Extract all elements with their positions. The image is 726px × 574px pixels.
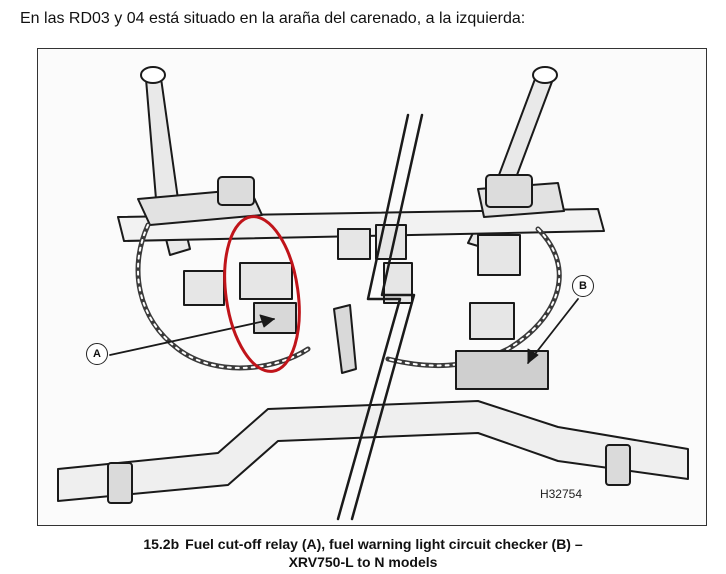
figure-caption: 15.2b Fuel cut-off relay (A), fuel warnin… [0, 535, 726, 571]
leader-arrow-b [527, 348, 539, 364]
right-relay-middle [469, 302, 515, 340]
intro-text: En las RD03 y 04 está situado en la arañ… [20, 10, 526, 27]
right-clamp [485, 174, 533, 208]
left-end-fitting [107, 462, 133, 504]
center-plug [333, 304, 357, 374]
wiring-diagram-figure: A B H32754 [37, 48, 707, 526]
leader-line-a [109, 318, 275, 356]
caption-number: 15.2b [143, 536, 180, 552]
figure-code: H32754 [539, 487, 582, 501]
left-fork-cap [140, 66, 166, 84]
right-fork-cap [532, 66, 558, 84]
leader-line-b [527, 298, 579, 364]
fuel-cut-off-relay-top [239, 262, 293, 300]
center-connector-1 [337, 228, 371, 260]
relay-highlight-ellipse [223, 215, 301, 373]
left-relay [183, 270, 225, 306]
caption-line-2: XRV750-L to N models [288, 554, 438, 570]
lower-crossbar [57, 400, 689, 502]
caption-line-1: Fuel cut-off relay (A), fuel warning lig… [185, 536, 583, 552]
fuel-cut-off-relay-bottom [253, 302, 297, 334]
right-end-fitting [605, 444, 631, 486]
left-clamp [217, 176, 255, 206]
leader-arrow-a [259, 314, 275, 328]
break-line [336, 113, 410, 521]
wiring-diagram [57, 66, 689, 521]
right-relay-upper [477, 234, 521, 276]
callout-b: B [572, 275, 594, 297]
callout-a: A [86, 343, 108, 365]
